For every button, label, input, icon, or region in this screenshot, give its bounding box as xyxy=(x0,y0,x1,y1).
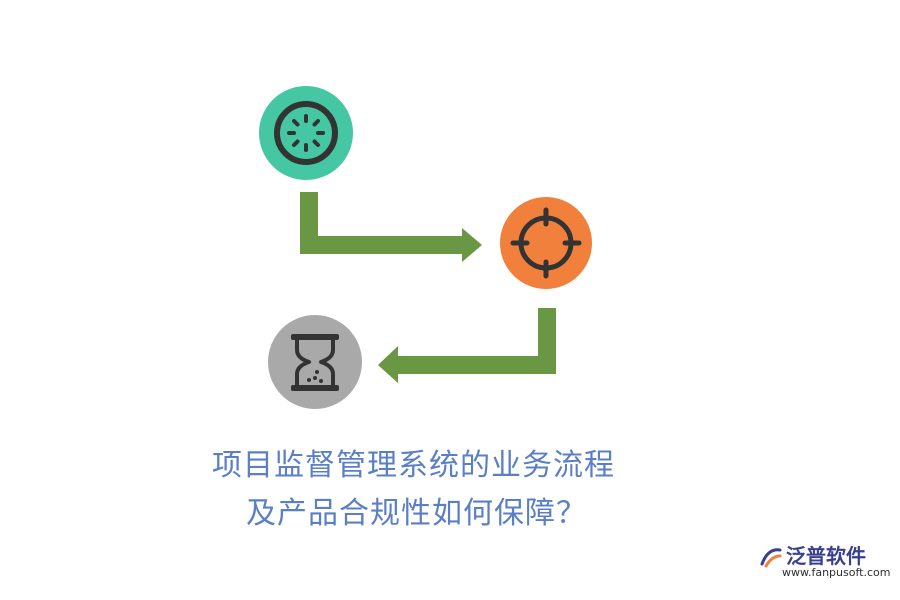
hourglass-icon xyxy=(291,334,339,391)
connector-target-to-timer xyxy=(378,308,556,383)
connector-start-to-target xyxy=(300,192,482,262)
brand-name: 泛普软件 xyxy=(786,544,866,568)
caption-line-1: 项目监督管理系统的业务流程 xyxy=(212,448,615,483)
caption-line-2: 及产品合规性如何保障？ xyxy=(246,496,587,531)
node-start xyxy=(259,86,353,180)
brand-logo-mark-icon xyxy=(760,548,782,568)
node-timer xyxy=(268,315,362,409)
brand-url: www.fanpusoft.com xyxy=(782,566,891,579)
crosshair-icon xyxy=(510,207,582,279)
node-target xyxy=(500,197,592,289)
loading-wheel-icon xyxy=(274,101,338,165)
brand-logo: 泛普软件 www.fanpusoft.com xyxy=(758,542,891,582)
